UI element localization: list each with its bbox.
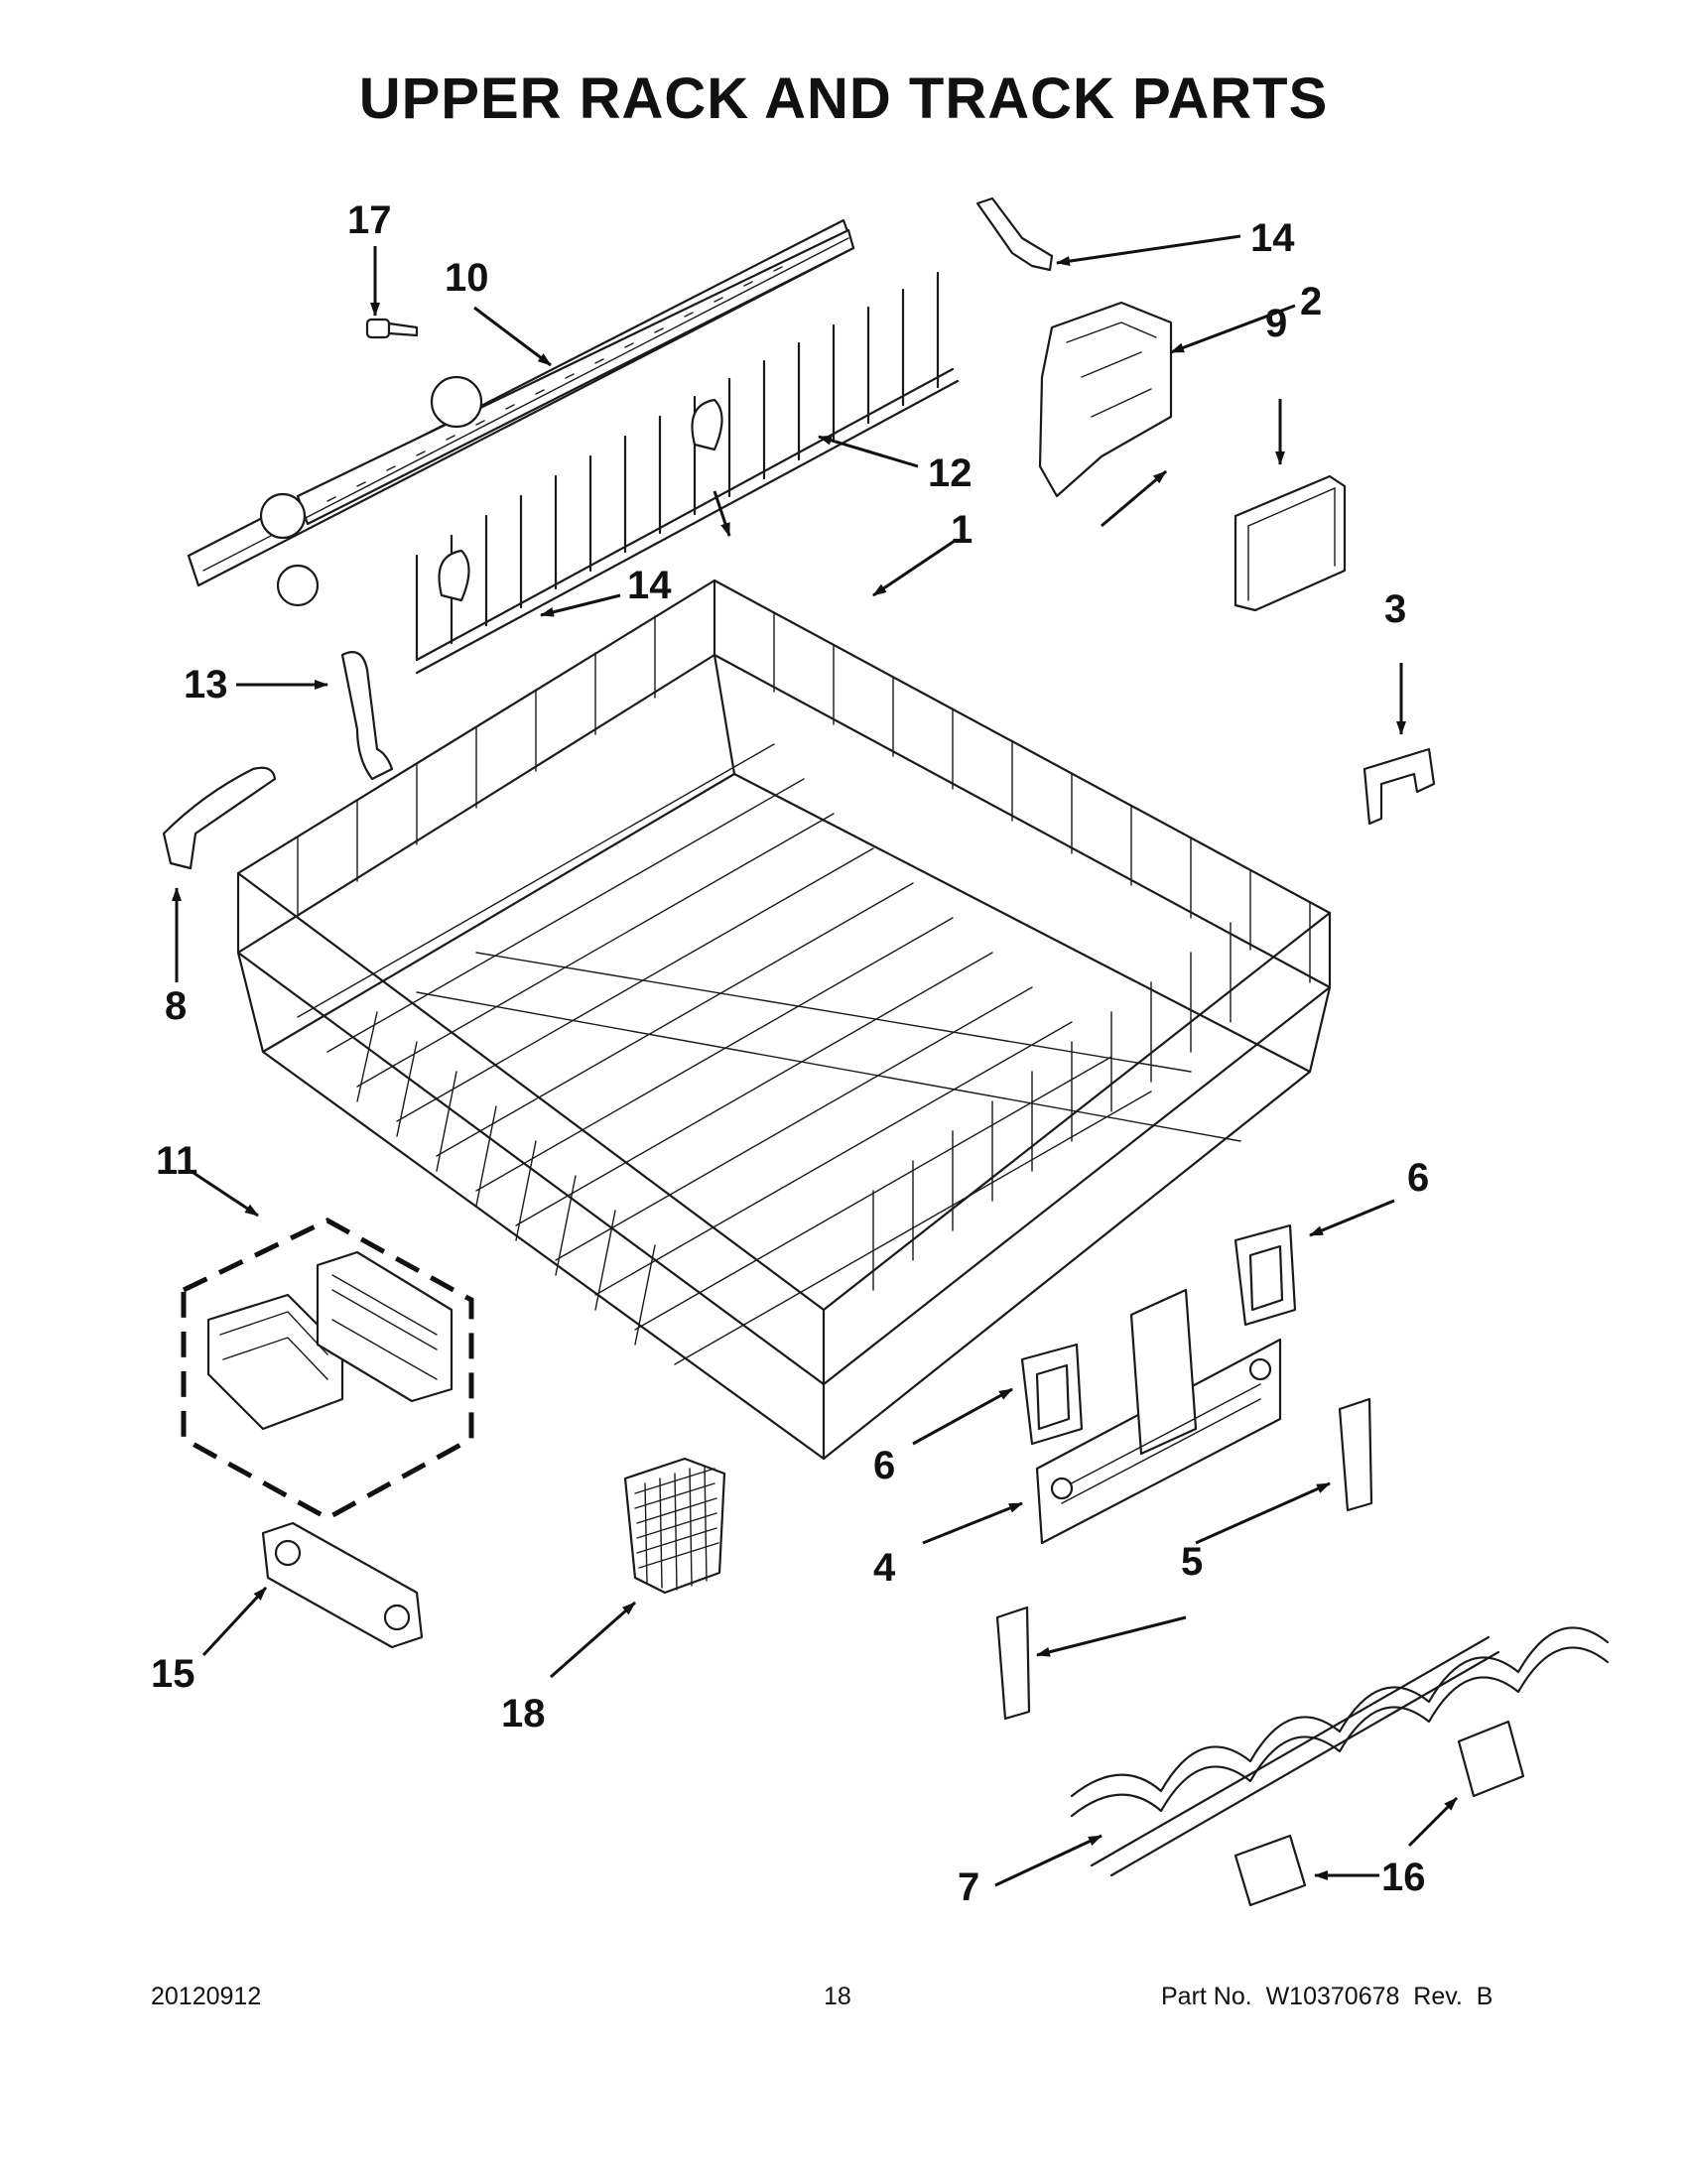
callout-7: 7 [958,1865,980,1909]
callout-13: 13 [184,663,228,707]
callout-14-top: 14 [1250,216,1295,260]
callout-5: 5 [1181,1540,1204,1584]
callout-8: 8 [165,984,188,1028]
callout-14-mid: 14 [627,564,672,607]
upper-tine-row [415,271,960,675]
small-rack-clip [1363,747,1436,826]
lower-tine-row [1070,1626,1610,1877]
footer-page-number: 18 [824,1983,851,2010]
callout-3: 3 [1384,587,1407,631]
rack-adjuster-housing [1038,301,1173,498]
callout-15: 15 [151,1652,195,1696]
page-title: UPPER RACK AND TRACK PARTS [358,66,1329,131]
footer-part-number: Part No. W10370678 Rev. B [1161,1983,1493,2010]
rack-adjuster [1035,1288,1282,1545]
screw [365,318,419,339]
callout-17: 17 [347,198,392,242]
callout-18: 18 [501,1692,546,1735]
callout-10: 10 [445,256,489,300]
tine-clip-top [975,196,1054,272]
track-roller-lower [1233,1834,1307,1907]
callout-12: 12 [928,451,973,495]
track-end-cap [261,1521,424,1649]
track-roller-upper [1457,1720,1525,1798]
callout-2: 2 [1300,280,1323,323]
silverware-basket [623,1457,726,1595]
callout-16: 16 [1381,1856,1426,1899]
rack-track-stop-right [1338,1397,1373,1512]
callout-6-right: 6 [1407,1156,1430,1200]
adjuster-latch-left [1020,1343,1084,1446]
rack-arm-stop [162,766,277,870]
callout-6-left: 6 [873,1444,896,1487]
adjuster-cover [1233,474,1347,612]
rack-track-stop-left [995,1606,1031,1721]
footer-date: 20120912 [151,1983,262,2010]
callout-1: 1 [951,508,973,552]
callout-arrows [172,234,1459,1887]
callout-9: 9 [1265,302,1288,345]
callout-11: 11 [156,1139,198,1183]
accessory-kit-group [181,1218,474,1521]
tine-clip-left [340,651,394,781]
adjuster-latch-right [1233,1223,1297,1327]
upper-dishrack [236,578,1332,1461]
upper-track-rail [187,218,855,607]
callout-4: 4 [873,1546,896,1590]
